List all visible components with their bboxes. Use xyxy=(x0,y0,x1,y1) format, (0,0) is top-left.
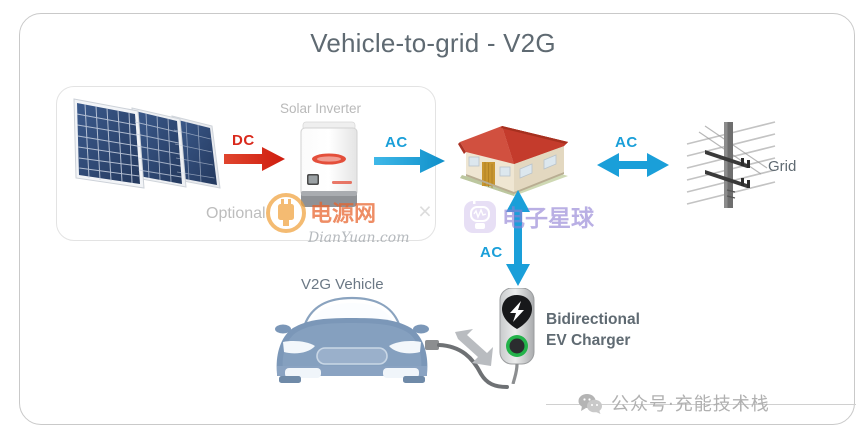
ev-charger-label-line2: EV Charger xyxy=(546,332,631,349)
footer-text: 公众号·充能技术栈 xyxy=(611,394,770,415)
bidirectional-ev-charger-icon xyxy=(497,287,539,385)
grid-label: Grid xyxy=(768,158,797,175)
dianzixingqiu-watermark: 电子星球 xyxy=(462,196,612,236)
footer: 公众号·充能技术栈 xyxy=(578,388,770,418)
dc-arrow-icon xyxy=(224,146,286,172)
optional-label: Optional xyxy=(206,205,266,222)
ac-flow-label-inverter-house: AC xyxy=(385,134,408,151)
ac-flow-label-house-grid: AC xyxy=(615,134,638,151)
house-icon xyxy=(452,112,574,200)
solar-inverter-label: Solar Inverter xyxy=(280,101,362,116)
v2g-vehicle-label: V2G Vehicle xyxy=(301,276,384,293)
ac-bidirectional-arrow-house-charger-icon xyxy=(505,190,531,286)
footer-divider xyxy=(546,404,856,405)
utility-pole-grid-icon xyxy=(683,118,779,210)
page-title: Vehicle-to-grid - V2G xyxy=(310,28,556,58)
ac-flow-label-house-charger: AC xyxy=(480,244,503,261)
ev-charger-label-line1: Bidirectional xyxy=(546,311,640,328)
dianyuan-watermark: 电源网 DianYuan.com xyxy=(260,192,435,248)
dc-flow-label: DC xyxy=(232,132,255,149)
solar-inverter-icon xyxy=(298,119,360,211)
ac-arrow-inverter-house-icon xyxy=(374,148,446,174)
close-icon[interactable]: × xyxy=(418,198,432,224)
ac-bidirectional-arrow-house-grid-icon xyxy=(597,152,669,178)
solar-panel-array-icon xyxy=(60,88,235,198)
ev-charger-label: Bidirectional EV Charger xyxy=(546,309,640,351)
v2g-vehicle-icon xyxy=(259,296,509,390)
wechat-icon xyxy=(578,393,603,414)
svg-text:电源网: 电源网 xyxy=(310,202,376,227)
svg-text:电子星球: 电子星球 xyxy=(502,206,595,232)
svg-text:DianYuan.com: DianYuan.com xyxy=(307,230,409,246)
